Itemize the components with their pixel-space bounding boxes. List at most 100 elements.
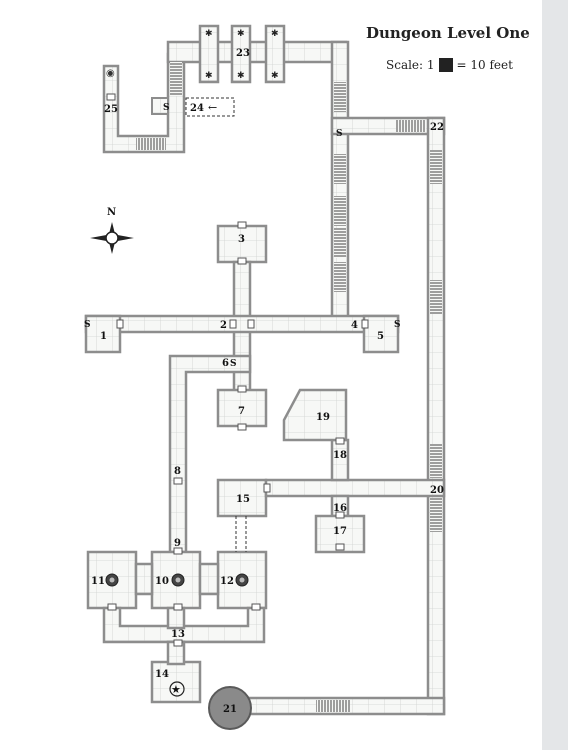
- stairs-icon: [430, 280, 442, 314]
- room-label-20: 20: [430, 485, 444, 496]
- room-23-alcove-2: [230, 24, 252, 84]
- scale-suffix: = 10 feet: [456, 58, 513, 72]
- stairs-icon: [430, 498, 442, 532]
- room-23-hall: [166, 40, 348, 64]
- stairs-icon: [430, 150, 442, 184]
- page-edge: [542, 0, 568, 750]
- map-sheet: [0, 0, 542, 750]
- stairs-icon: [334, 154, 346, 184]
- room-7: [216, 388, 268, 428]
- door-icon: [335, 543, 345, 551]
- room-label-10: 10: [155, 576, 169, 587]
- stairs-icon: [170, 62, 182, 96]
- room-label-2: 2: [220, 320, 227, 331]
- stairs-icon: [136, 138, 166, 150]
- room-23-alcove-3: [264, 24, 286, 84]
- door-icon: [335, 437, 345, 445]
- statue-icon: ✱: [205, 71, 213, 81]
- room-label-4: 4: [351, 320, 358, 331]
- room-23-alcove-1: [198, 24, 220, 84]
- arrow-left-icon: ←: [208, 101, 217, 114]
- map-title: Dungeon Level One: [366, 24, 530, 42]
- room-label-13: 13: [171, 629, 185, 640]
- stairs-icon: [334, 262, 346, 292]
- door-icon: [247, 319, 255, 329]
- statue-icon: ✱: [271, 71, 279, 81]
- door-icon: [173, 639, 183, 647]
- room-19: [282, 388, 348, 442]
- room-labels: 1 2 3 4 5 6 7 8 9 10 11 12 13 14 15 16 1…: [91, 48, 444, 715]
- door-icon: [107, 603, 117, 611]
- room-label-17: 17: [333, 526, 347, 537]
- connector-10-12: [198, 562, 220, 596]
- room-label-24: 24: [190, 103, 204, 114]
- door-icon: [263, 483, 271, 493]
- stairs: [136, 62, 442, 712]
- room-24-niche: [151, 97, 169, 115]
- compass-rose-icon: N: [90, 207, 134, 254]
- door-icon: [237, 257, 247, 265]
- door-icon: [361, 319, 369, 329]
- room-21-pit: [208, 686, 252, 730]
- dungeon-map: ✱ ✱ ✱ ✱ ✱ ✱ ★ ◉ S S S S S ← N 1 2 3 4 5 …: [84, 24, 446, 730]
- statues: ✱ ✱ ✱ ✱ ✱ ✱: [205, 29, 279, 81]
- scale-prefix: Scale: 1: [386, 58, 435, 72]
- map-scale: Scale: 1 = 10 feet: [386, 58, 513, 72]
- stairs-icon: [396, 120, 426, 132]
- wells: [105, 573, 249, 587]
- room-label-12: 12: [220, 576, 234, 587]
- room-label-8: 8: [174, 466, 181, 477]
- room-label-25: 25: [104, 104, 118, 115]
- statue-icon: ✱: [237, 71, 245, 81]
- door-icon: [251, 603, 261, 611]
- secret-doors: S S S S S: [84, 103, 401, 369]
- statue-icon: ✱: [271, 29, 279, 39]
- stairs-icon: [334, 82, 346, 112]
- shell-icon: ◉: [106, 68, 115, 79]
- room-5: [362, 314, 400, 354]
- stairs-icon: [334, 196, 346, 226]
- room-label-15: 15: [236, 494, 250, 505]
- stairs-icon: [334, 228, 346, 258]
- star-icon: ★: [171, 683, 181, 696]
- stairs-icon: [316, 700, 350, 712]
- door-icon: [237, 221, 247, 229]
- door-icon: [173, 547, 183, 555]
- secret-door-marker: S: [84, 320, 91, 330]
- door-icon: [335, 511, 345, 519]
- secret-door-marker: S: [163, 103, 170, 113]
- room-label-9: 9: [174, 538, 181, 549]
- corridor-13: [102, 606, 266, 644]
- room-label-3: 3: [238, 234, 245, 245]
- connector-10-13: [166, 606, 186, 630]
- room-label-7: 7: [238, 406, 245, 417]
- secret-door-marker: S: [230, 359, 237, 369]
- room-label-11: 11: [91, 576, 105, 587]
- door-icon: [173, 603, 183, 611]
- room-label-18: 18: [333, 450, 347, 461]
- stairs-icon: [430, 444, 442, 478]
- room-24-secret-area: [185, 97, 235, 117]
- room-label-23: 23: [236, 48, 250, 59]
- door-icon: [229, 319, 237, 329]
- statue-icon: ✱: [237, 29, 245, 39]
- door-icon: [173, 477, 183, 485]
- connector-11-10: [134, 562, 154, 596]
- secret-door-marker: S: [336, 129, 343, 139]
- door-icon: [106, 93, 116, 101]
- door-icon: [237, 423, 247, 431]
- door-icon: [116, 319, 124, 329]
- room-label-14: 14: [155, 669, 169, 680]
- room-label-22: 22: [430, 122, 444, 133]
- room-label-5: 5: [377, 331, 384, 342]
- corridor-east-22-to-21: [426, 116, 446, 716]
- room-15: [216, 478, 268, 518]
- corridor-20: [264, 478, 446, 498]
- compass-north-label: N: [107, 207, 116, 218]
- room-label-21: 21: [223, 704, 237, 715]
- statue-icon: ✱: [205, 29, 213, 39]
- dungeon-floor: [84, 24, 446, 716]
- room-label-16: 16: [333, 503, 347, 514]
- door-icon: [237, 385, 247, 393]
- room-label-6: 6: [222, 358, 229, 369]
